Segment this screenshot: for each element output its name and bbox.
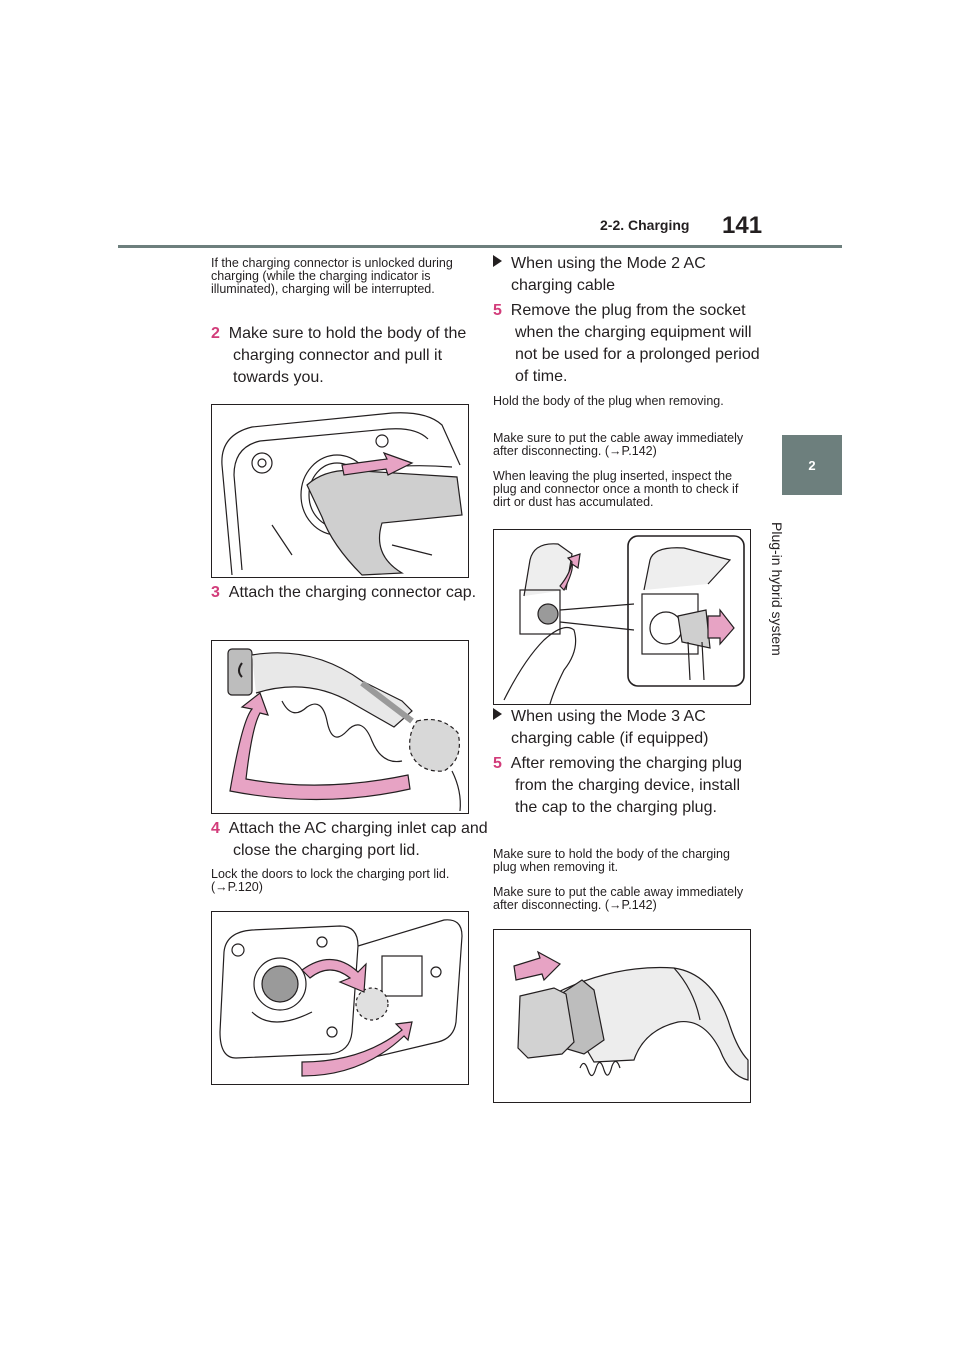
arrow-right-icon: [493, 255, 502, 267]
note-cable-away: Make sure to put the cable away immediat…: [493, 431, 744, 458]
arrow-right-icon: [513, 950, 561, 982]
curved-arrow-icon: [559, 553, 581, 592]
chapter-tab[interactable]: 2: [782, 435, 842, 495]
step-number: 5: [493, 755, 502, 772]
step-number: 3: [211, 584, 220, 601]
figure-pull-connector: [211, 404, 469, 578]
arrow-right-icon: [341, 451, 414, 476]
note-inspect-plug: When leaving the plug inserted, inspect …: [493, 469, 739, 509]
step-5-install-cap: 5 After removing the charging plug from …: [493, 755, 743, 816]
curved-arrow-icon: [301, 958, 367, 993]
curved-arrow-icon: [301, 1021, 413, 1077]
note-cable-away-2: Make sure to put the cable away immediat…: [493, 885, 744, 912]
step-3: 3 Attach the charging connector cap.: [211, 584, 477, 601]
page-ref-link[interactable]: →P.142): [609, 898, 657, 912]
note-lock-doors: Lock the doors to lock the charging port…: [211, 867, 450, 894]
header-divider: [118, 245, 842, 248]
bullet-mode3: When using the Mode 3 AC charging cable …: [493, 706, 753, 750]
step-4: 4 Attach the AC charging inlet cap and c…: [211, 820, 488, 859]
note-hold-plug: Hold the body of the plug when removing.: [493, 394, 724, 408]
page-ref-link[interactable]: →P.142): [609, 444, 657, 458]
curved-arrow-icon: [229, 692, 411, 801]
figure-install-cap: [493, 929, 751, 1103]
chapter-label: Plug-in hybrid system: [769, 522, 785, 656]
note-unlock-interrupt: If the charging connector is unlocked du…: [211, 256, 453, 296]
step-2: 2 Make sure to hold the body of the char…: [211, 325, 467, 386]
page-number: 141: [722, 212, 763, 239]
step-number: 5: [493, 302, 502, 319]
arrow-right-icon: [493, 708, 502, 720]
note-hold-plug-body: Make sure to hold the body of the chargi…: [493, 847, 730, 874]
section-title: 2-2. Charging: [600, 217, 690, 233]
page-ref-link[interactable]: →P.120): [215, 880, 263, 894]
step-number: 2: [211, 325, 220, 342]
arrow-right-icon: [707, 608, 735, 646]
figure-remove-plug: [493, 529, 751, 705]
step-5-remove-plug: 5 Remove the plug from the socket when t…: [493, 302, 760, 385]
bullet-mode2: When using the Mode 2 AC charging cable: [493, 253, 753, 297]
step-number: 4: [211, 820, 220, 837]
figure-attach-connector-cap: [211, 640, 469, 814]
chapter-number: 2: [808, 457, 816, 473]
figure-close-port-lid: [211, 911, 469, 1085]
